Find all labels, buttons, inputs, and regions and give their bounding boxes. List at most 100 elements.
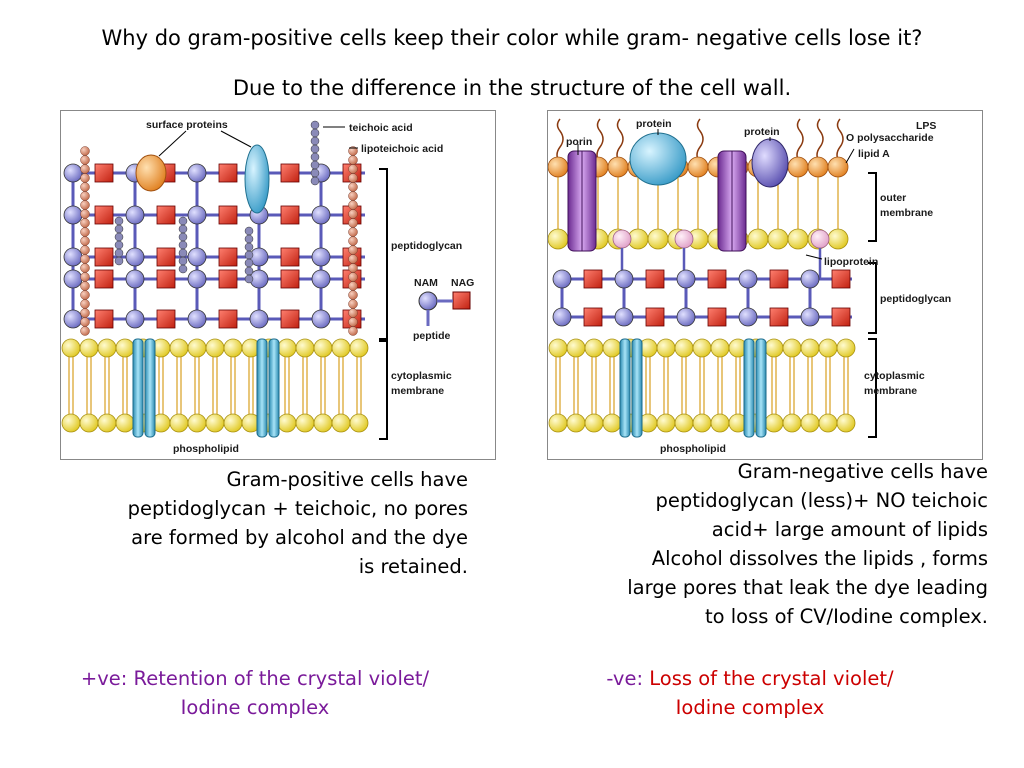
teichoic-bead (244, 234, 254, 244)
gram-positive-diagram: surface proteins teichoic acid lipoteich… (60, 110, 496, 460)
teichoic-bead (80, 236, 90, 246)
phospholipid-head (800, 338, 820, 358)
teichoic-bead (244, 242, 254, 252)
teichoic-bead (348, 227, 358, 237)
nag-unit (280, 163, 300, 183)
gram-positive-result: +ve: Retention of the crystal violet/ Io… (20, 664, 490, 722)
teichoic-bead (244, 274, 254, 284)
lps-chain (616, 118, 624, 164)
phospholipid-head (61, 338, 81, 358)
teichoic-bead (348, 317, 358, 327)
answer-subtitle: Due to the difference in the structure o… (232, 76, 792, 100)
teichoic-bead (80, 227, 90, 237)
cytoplasmic-membrane (548, 338, 856, 438)
nam-unit (676, 307, 696, 327)
phospholipid-head (169, 338, 189, 358)
result-text-line2: Iodine complex (180, 696, 330, 719)
nam-unit (738, 269, 758, 289)
teichoic-acid-chains (80, 120, 358, 336)
lps-chain (596, 118, 604, 164)
lps-chain (816, 118, 824, 164)
phospholipid-head (187, 338, 207, 358)
phospholipid-head (764, 413, 784, 433)
nam-unit (552, 307, 572, 327)
phospholipid-head (79, 338, 99, 358)
lipid-a-head (548, 156, 569, 178)
desc-line: is retained. (358, 555, 468, 578)
label-protein-1: protein (636, 118, 672, 130)
gram-positive-description: Gram-positive cells have peptidoglycan +… (40, 465, 468, 581)
phospholipid-head (692, 413, 712, 433)
label-porin: porin (566, 136, 592, 148)
phospholipid-head (782, 338, 802, 358)
label-phospholipid: phospholipid (660, 443, 726, 455)
result-text: Loss of the crystal violet/ (643, 667, 894, 690)
teichoic-bead (114, 224, 124, 234)
phospholipid-head (647, 228, 669, 250)
nag-unit (583, 307, 603, 327)
surface-protein-orange (135, 154, 167, 192)
teichoic-bead (80, 182, 90, 192)
teichoic-bead (348, 254, 358, 264)
label-surface-proteins: surface proteins (146, 119, 228, 131)
nam-unit (311, 205, 331, 225)
lipid-a-head (687, 156, 709, 178)
phospholipid-head (787, 228, 809, 250)
nam-unit (311, 247, 331, 267)
nam-unit (125, 205, 145, 225)
nag-unit (707, 307, 727, 327)
teichoic-bead (178, 224, 188, 234)
phospholipid-head (548, 413, 568, 433)
teichoic-bead (244, 258, 254, 268)
desc-line: are formed by alcohol and the dye (131, 526, 468, 549)
teichoic-bead (310, 120, 320, 130)
label-protein-2: protein (744, 126, 780, 138)
teichoic-bead (114, 256, 124, 266)
teichoic-bead (80, 164, 90, 174)
label-membrane: membrane (391, 385, 444, 397)
phospholipid-head (349, 338, 369, 358)
teichoic-bead (114, 248, 124, 258)
phospholipid-head (331, 338, 351, 358)
nag-unit (218, 163, 238, 183)
nag-unit (218, 309, 238, 329)
nag-unit (280, 309, 300, 329)
phospholipid-head (331, 413, 351, 433)
nag-unit (94, 247, 114, 267)
phospholipid-head (79, 413, 99, 433)
nag-unit (94, 269, 114, 289)
lipid-a-head (807, 156, 829, 178)
result-text-line2: Iodine complex (675, 696, 825, 719)
label-nag: NAG (451, 277, 474, 289)
nag-unit (280, 269, 300, 289)
label-teichoic-acid: teichoic acid (349, 122, 413, 134)
teichoic-bead (348, 308, 358, 318)
teichoic-bead (80, 281, 90, 291)
teichoic-bead (348, 299, 358, 309)
phospholipid-head (836, 338, 856, 358)
teichoic-bead (348, 200, 358, 210)
nag-unit (583, 269, 603, 289)
membrane-channel (619, 338, 631, 438)
nag-unit (94, 309, 114, 329)
phospholipid-head (277, 338, 297, 358)
nag-unit (645, 269, 665, 289)
phospholipid-head (223, 413, 243, 433)
phospholipid-head (205, 338, 225, 358)
nam-unit (614, 307, 634, 327)
label-lipoteichoic-acid: lipoteichoic acid (361, 143, 443, 155)
phospholipid-head (602, 413, 622, 433)
teichoic-bead (310, 152, 320, 162)
phospholipid-head (97, 413, 117, 433)
result-text: Retention of the crystal violet/ (127, 667, 430, 690)
nam-unit (800, 269, 820, 289)
desc-line: to loss of CV/Iodine complex. (704, 605, 988, 628)
label-cytoplasmic: cytoplasmic (391, 370, 452, 382)
teichoic-bead (80, 245, 90, 255)
label-lipoprotein: lipoprotein (824, 256, 878, 268)
nag-unit (156, 269, 176, 289)
teichoic-bead (348, 263, 358, 273)
phospholipid-head (548, 228, 569, 250)
phospholipid-head (169, 413, 189, 433)
label-outer: outer (880, 192, 906, 204)
